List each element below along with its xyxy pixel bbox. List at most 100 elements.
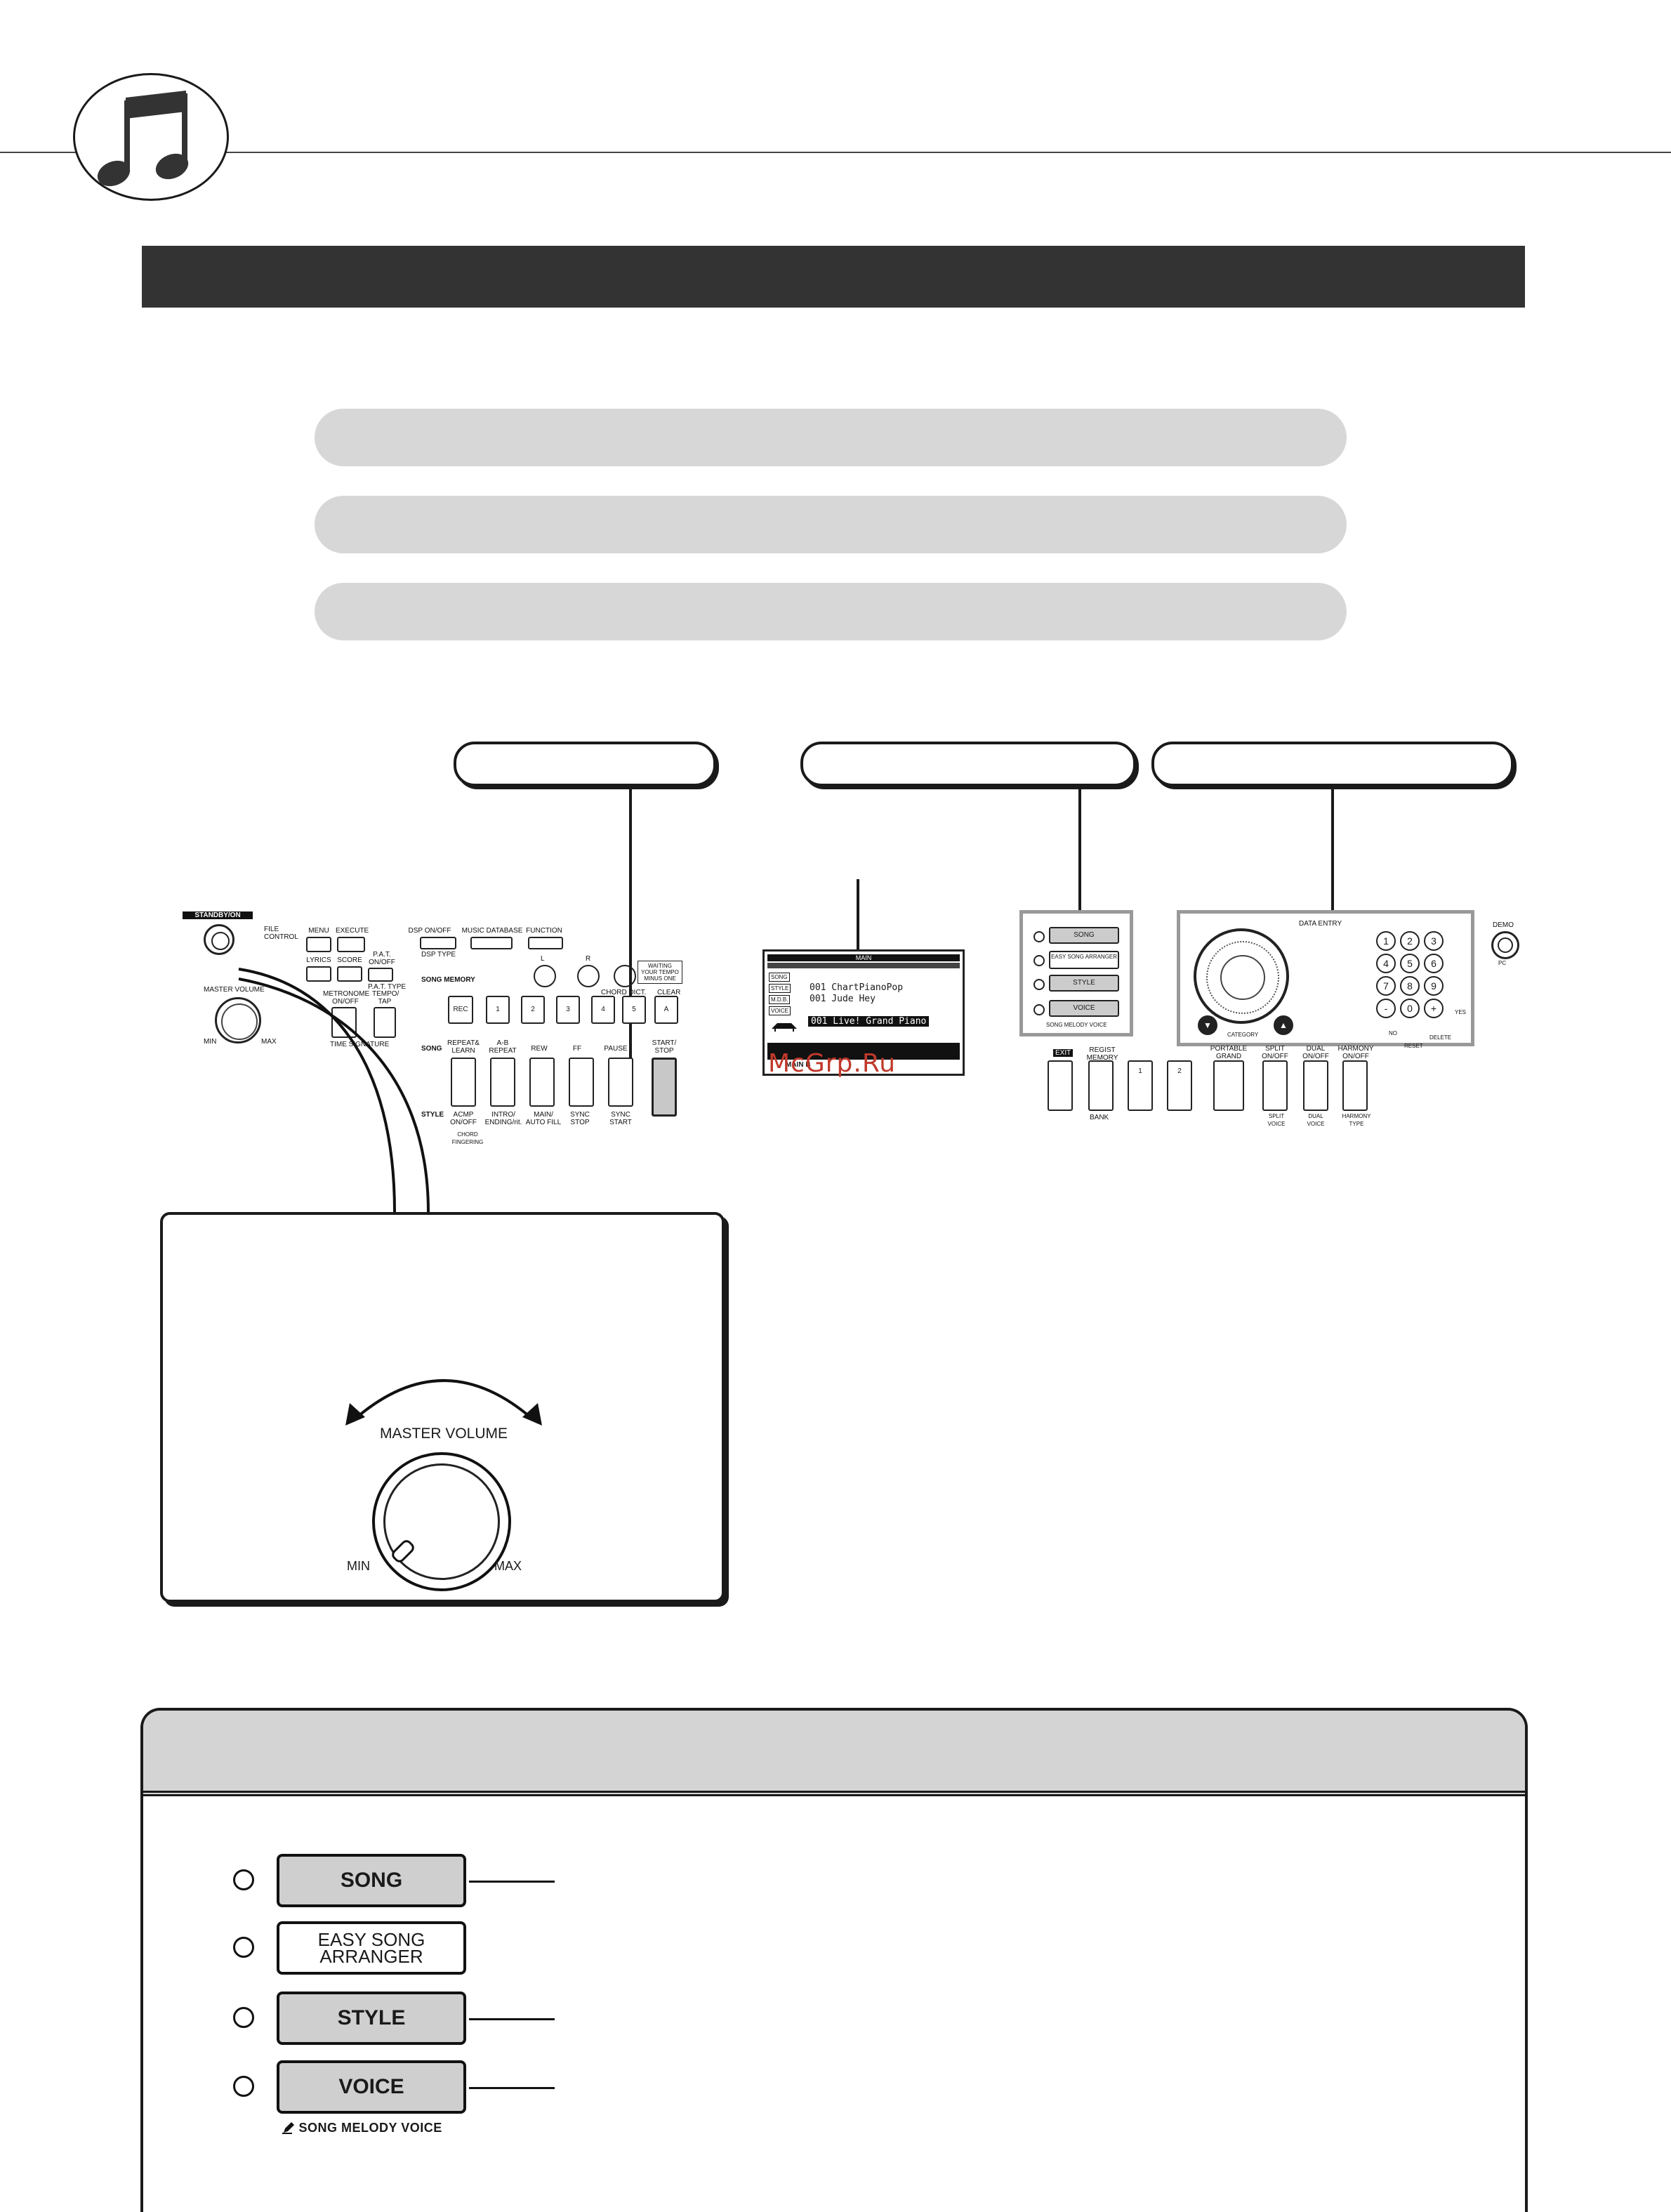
- harmony-button[interactable]: [1342, 1060, 1368, 1111]
- step-pill-1: [315, 409, 1347, 466]
- execute-label: EXECUTE: [336, 927, 369, 935]
- dsp-type-label: DSP TYPE: [421, 951, 456, 959]
- music-note-icon: [97, 91, 189, 187]
- zoom-connector: [238, 968, 430, 1213]
- easy-song-arranger-button-small[interactable]: EASY SONG ARRANGER: [1049, 951, 1119, 969]
- track-l-button[interactable]: [534, 965, 556, 987]
- style-led-small: [1033, 979, 1045, 990]
- category-label: CATEGORY: [1227, 1032, 1259, 1038]
- voice-button[interactable]: VOICE: [277, 2060, 466, 2114]
- music-note-badge: [73, 73, 229, 201]
- standby-label: STANDBY/ON: [183, 911, 253, 919]
- dsp-button[interactable]: [420, 937, 456, 949]
- max-label: MAX: [494, 1559, 522, 1573]
- pat-type-label: P.A.T. TYPE: [368, 983, 407, 991]
- rew-button[interactable]: [529, 1058, 555, 1107]
- style-button-small[interactable]: STYLE: [1049, 975, 1119, 992]
- memory-1-button[interactable]: 1: [1128, 1060, 1153, 1111]
- category-up-button[interactable]: ▲: [1274, 1015, 1293, 1035]
- mode-leader-line: [469, 2087, 555, 2089]
- numpad-key[interactable]: 3: [1424, 931, 1444, 951]
- start-stop-button[interactable]: [652, 1058, 677, 1117]
- pat-button[interactable]: [368, 968, 393, 982]
- memory-2-button[interactable]: 2: [1167, 1060, 1192, 1111]
- portable-grand-label: PORTABLE GRAND: [1210, 1045, 1248, 1060]
- sync-start-label: SYNC START: [609, 1111, 632, 1126]
- data-entry-label: DATA ENTRY: [1299, 920, 1342, 928]
- dual-button[interactable]: [1303, 1060, 1328, 1111]
- category-down-button[interactable]: ▼: [1198, 1015, 1217, 1035]
- mode-buttons-panel: [1019, 910, 1133, 1036]
- volume-arc-arrow: [345, 1379, 542, 1426]
- lyrics-button[interactable]: [306, 966, 331, 982]
- clear-label: CLEAR: [657, 989, 681, 996]
- numpad-key[interactable]: 9: [1424, 976, 1444, 996]
- rew-label: REW: [531, 1045, 548, 1053]
- dual-label: DUAL ON/OFF: [1302, 1045, 1329, 1060]
- numpad-key[interactable]: 1: [1376, 931, 1396, 951]
- style-button[interactable]: STYLE: [277, 1992, 466, 2045]
- lcd-mdb-name: 001 Jude Hey: [810, 994, 876, 1004]
- voice-button-small[interactable]: VOICE: [1049, 1000, 1119, 1017]
- step-pill-3: [315, 583, 1347, 640]
- regist-memory-button[interactable]: [1088, 1060, 1114, 1111]
- track-5-button[interactable]: 5: [622, 996, 646, 1024]
- easy-song-arranger-button[interactable]: EASY SONG ARRANGER: [277, 1921, 466, 1975]
- tempo-tap-label: TEMPO/ TAP: [372, 990, 399, 1006]
- chord-fingering-label: CHORD FINGERING: [451, 1131, 484, 1145]
- numpad-key[interactable]: 6: [1424, 954, 1444, 973]
- numpad-key[interactable]: 8: [1400, 976, 1420, 996]
- track-r-button[interactable]: [577, 965, 600, 987]
- pause-button[interactable]: [608, 1058, 633, 1107]
- track-4-button[interactable]: 4: [591, 996, 615, 1024]
- execute-button[interactable]: [337, 937, 365, 952]
- numpad-key[interactable]: 0: [1400, 999, 1420, 1018]
- mode-led: [233, 1937, 254, 1958]
- master-volume-knob[interactable]: [372, 1452, 511, 1591]
- lcd-song-tag: SONG: [769, 973, 790, 982]
- track-a-round[interactable]: [614, 965, 636, 987]
- track-2-button[interactable]: 2: [521, 996, 545, 1024]
- leader-data-entry: [1331, 788, 1334, 910]
- step-pill-2: [315, 496, 1347, 553]
- demo-button[interactable]: [1491, 931, 1519, 959]
- dsp-label: DSP ON/OFF: [408, 927, 451, 935]
- track-3-button[interactable]: 3: [556, 996, 580, 1024]
- lcd-footer: [767, 1058, 960, 1060]
- music-database-button[interactable]: [470, 937, 513, 949]
- min-label: MIN: [347, 1559, 370, 1573]
- callout-data-entry: [1151, 742, 1514, 786]
- function-button[interactable]: [528, 937, 563, 949]
- mode-led: [233, 1869, 254, 1890]
- numpad-key[interactable]: 5: [1400, 954, 1420, 973]
- function-label: FUNCTION: [526, 927, 562, 935]
- ab-repeat-button[interactable]: [490, 1058, 515, 1107]
- song-button-small[interactable]: SONG: [1049, 927, 1119, 944]
- mode-leader-line: [469, 2018, 555, 2020]
- numpad-key[interactable]: +: [1424, 999, 1444, 1018]
- lcd-bottom-bar: [767, 1043, 960, 1058]
- score-button[interactable]: [337, 966, 362, 982]
- master-volume-small-knob[interactable]: [215, 997, 261, 1044]
- numpad-key[interactable]: -: [1376, 999, 1396, 1018]
- portable-grand-button[interactable]: [1213, 1060, 1244, 1111]
- pencil-icon: [282, 2121, 295, 2134]
- ff-button[interactable]: [569, 1058, 594, 1107]
- music-database-label: MUSIC DATABASE: [461, 927, 523, 935]
- min-small-label: MIN: [204, 1038, 217, 1046]
- track-a-button[interactable]: A: [654, 996, 678, 1024]
- split-button[interactable]: [1262, 1060, 1288, 1111]
- tempo-tap-button[interactable]: [374, 1007, 396, 1038]
- track-1-button[interactable]: 1: [486, 996, 510, 1024]
- numpad-key[interactable]: 7: [1376, 976, 1396, 996]
- numpad-key[interactable]: 2: [1400, 931, 1420, 951]
- standby-button[interactable]: [204, 924, 235, 955]
- song-button[interactable]: SONG: [277, 1854, 466, 1907]
- menu-button[interactable]: [306, 937, 331, 952]
- numpad-key[interactable]: 4: [1376, 954, 1396, 973]
- data-dial[interactable]: [1194, 928, 1289, 1024]
- rec-button[interactable]: REC: [448, 996, 473, 1024]
- track-l-label: L: [541, 955, 545, 963]
- exit-button[interactable]: [1048, 1060, 1073, 1111]
- repeat-learn-button[interactable]: [451, 1058, 476, 1107]
